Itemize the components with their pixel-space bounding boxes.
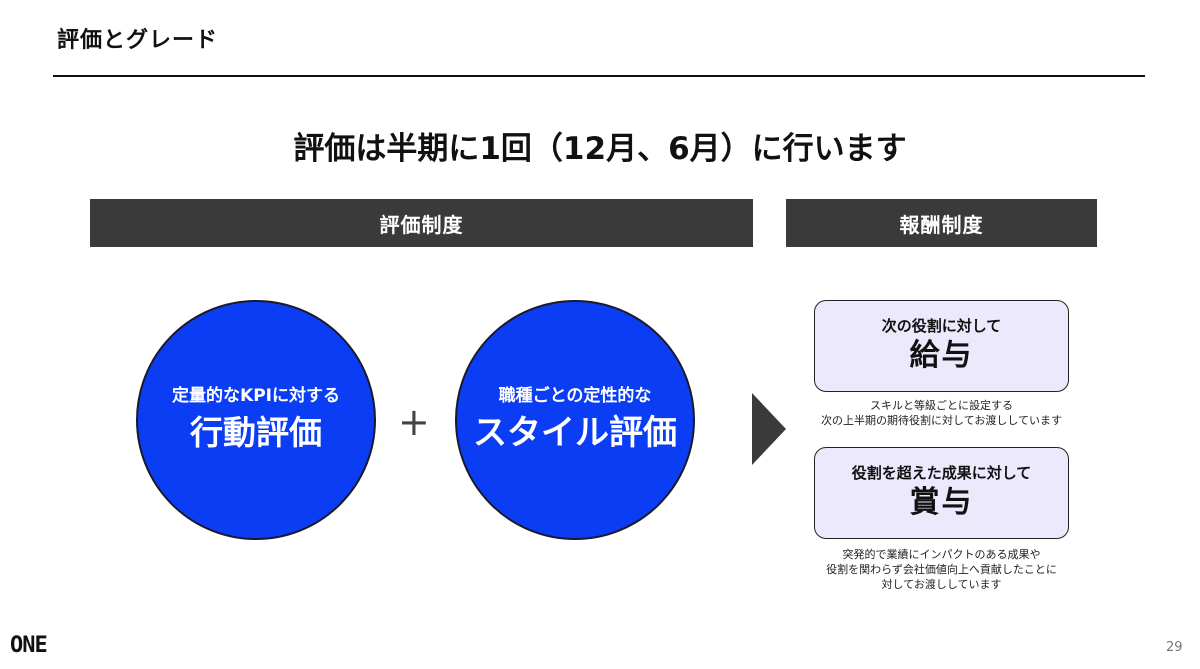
bonus-card: 役割を超えた成果に対して 賞与 <box>814 447 1069 539</box>
salary-note-line: スキルと等級ごとに設定する <box>870 399 1013 412</box>
bonus-note-line: 突発的で業績にインパクトのある成果や <box>842 548 1041 561</box>
page-heading: 評価とグレード <box>57 28 219 53</box>
evaluation-system-header: 評価制度 <box>90 199 753 247</box>
behavior-evaluation-title: 行動評価 <box>190 413 322 452</box>
style-evaluation-title: スタイル評価 <box>473 413 677 453</box>
style-evaluation-circle: 職種ごとの定性的な スタイル評価 <box>455 300 695 540</box>
style-evaluation-caption: 職種ごとの定性的な <box>498 386 652 406</box>
behavior-evaluation-caption: 定量的なKPIに対する <box>172 386 340 406</box>
reward-system-header: 報酬制度 <box>786 199 1097 247</box>
salary-note-line: 次の上半期の期待役割に対してお渡ししています <box>820 414 1062 427</box>
bonus-note: 突発的で業績にインパクトのある成果や 役割を関わらず会社価値向上へ貢献したことに… <box>790 547 1093 592</box>
plus-sign: + <box>398 400 430 444</box>
company-logo: ONE <box>10 633 48 658</box>
bonus-card-title: 賞与 <box>909 485 974 520</box>
heading-divider <box>53 75 1145 77</box>
page-number: 29 <box>1166 640 1183 655</box>
bonus-card-subtitle: 役割を超えた成果に対して <box>851 464 1032 482</box>
headline: 評価は半期に1回（12月、6月）に行います <box>293 131 907 167</box>
bonus-note-line: 役割を関わらず会社価値向上へ貢献したことに <box>826 563 1057 576</box>
salary-card-title: 給与 <box>909 338 974 373</box>
behavior-evaluation-circle: 定量的なKPIに対する 行動評価 <box>136 300 376 540</box>
arrow-right-icon <box>752 393 786 465</box>
salary-card: 次の役割に対して 給与 <box>814 300 1069 392</box>
bonus-note-line: 対してお渡ししています <box>881 578 1002 591</box>
salary-card-subtitle: 次の役割に対して <box>881 317 1002 335</box>
salary-note: スキルと等級ごとに設定する 次の上半期の期待役割に対してお渡ししています <box>790 398 1093 428</box>
